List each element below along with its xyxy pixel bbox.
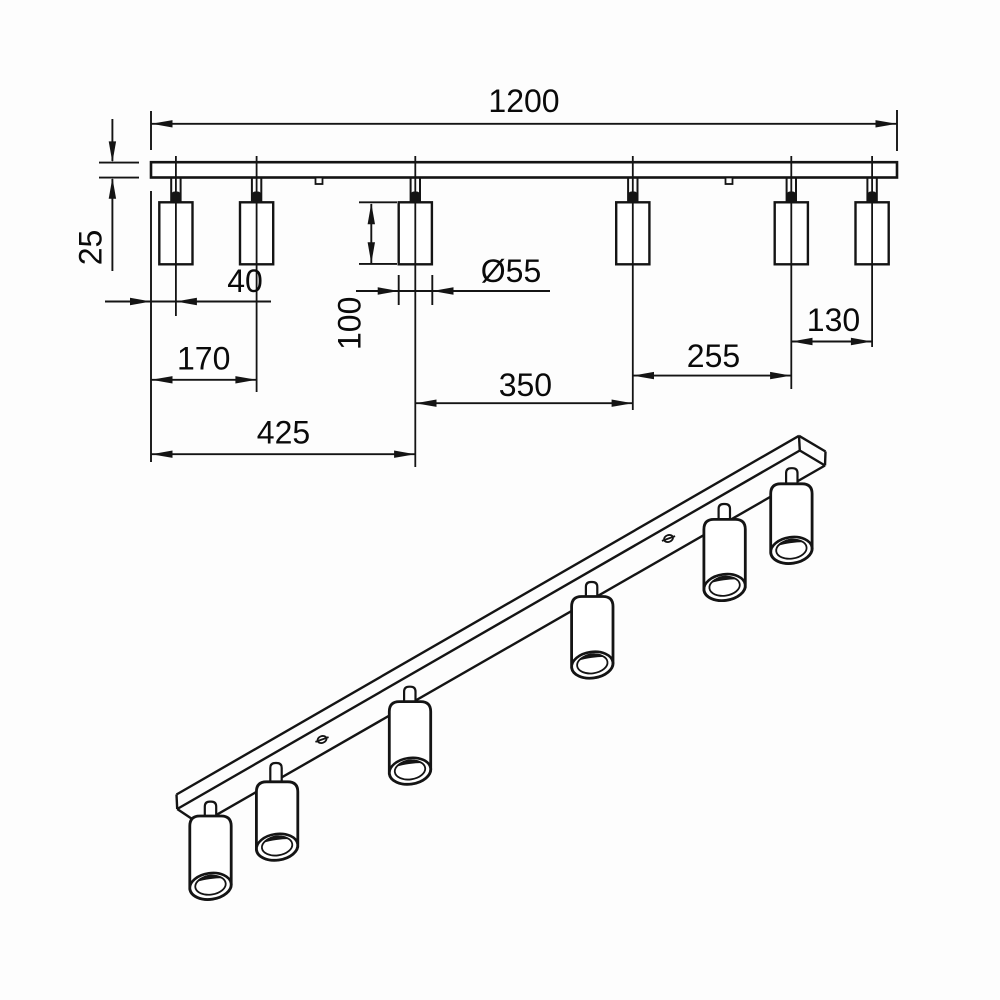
svg-text:170: 170 <box>177 341 230 377</box>
svg-text:40: 40 <box>227 263 263 299</box>
svg-text:425: 425 <box>257 415 310 451</box>
svg-text:100: 100 <box>331 297 367 350</box>
svg-text:1200: 1200 <box>488 83 559 119</box>
svg-text:350: 350 <box>499 367 552 403</box>
svg-text:25: 25 <box>73 230 109 266</box>
svg-text:255: 255 <box>687 338 740 374</box>
svg-text:130: 130 <box>807 302 860 338</box>
svg-text:Ø55: Ø55 <box>481 253 541 289</box>
